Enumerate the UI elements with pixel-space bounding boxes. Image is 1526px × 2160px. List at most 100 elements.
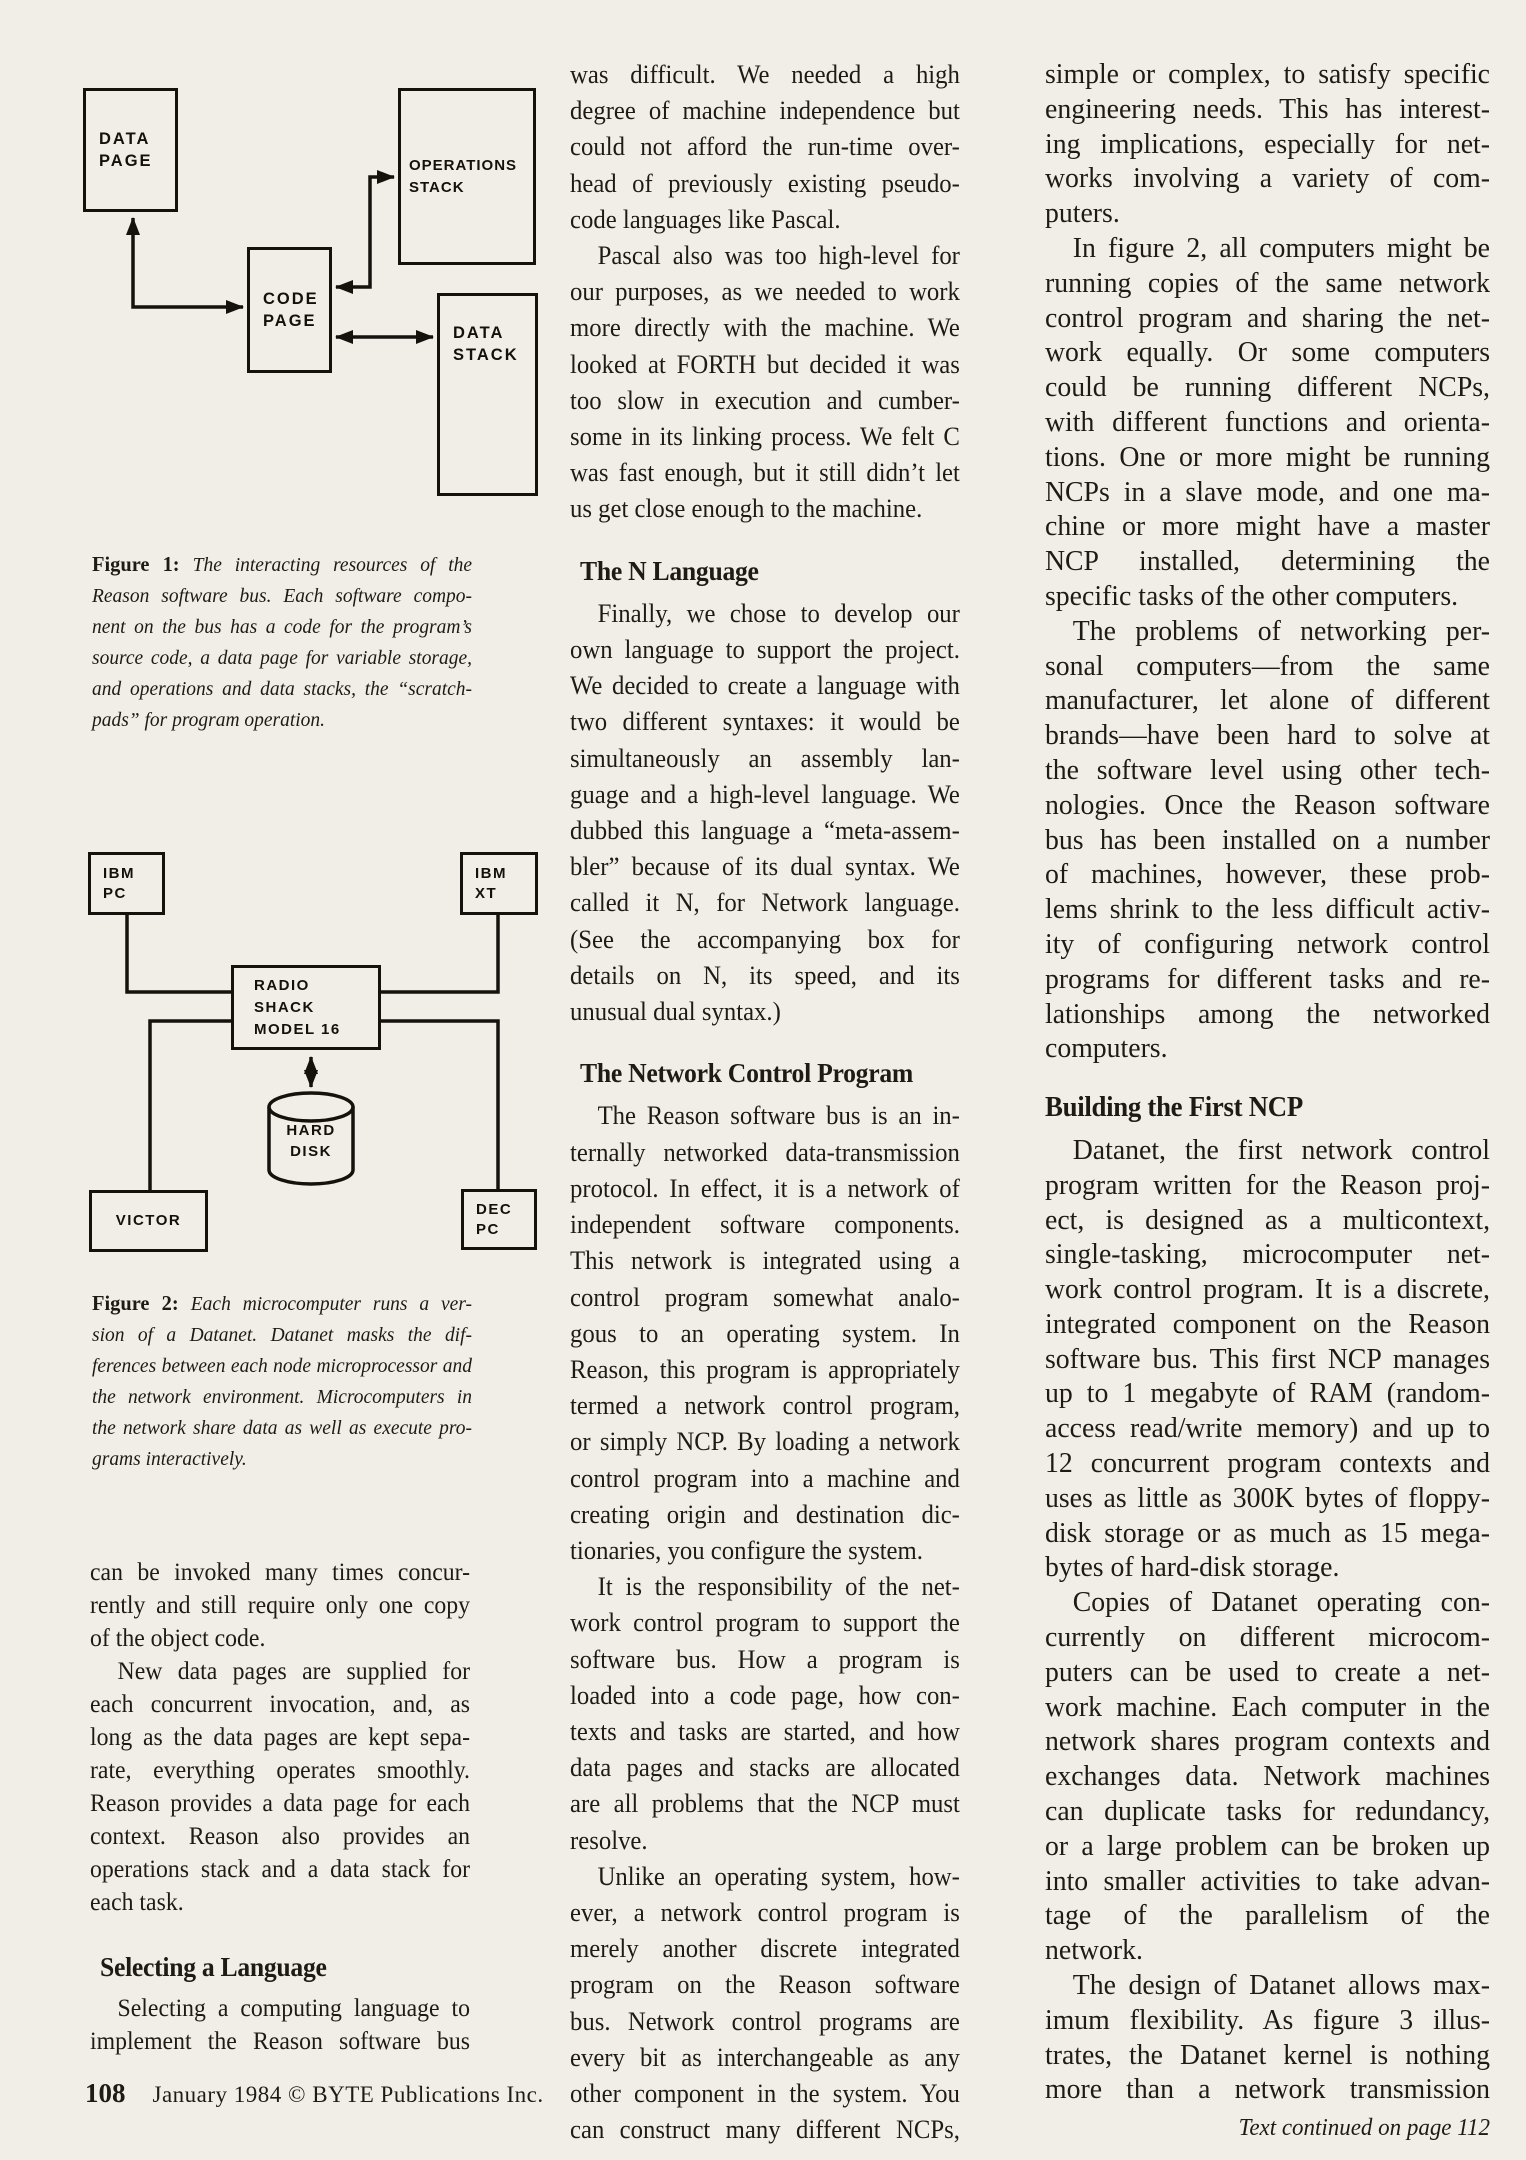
- paragraph-line: texts and tasks are started, and how: [570, 1716, 960, 1746]
- paragraph-line: us get close enough to the machine.: [570, 494, 923, 524]
- caption-label: Figure 2:: [92, 1291, 191, 1315]
- caption-line: ferences between each node microprocesso…: [92, 1355, 472, 1377]
- paragraph-line: Pascal also was too high-level for: [597, 241, 960, 271]
- paragraph-line: lationships among the networked: [1045, 997, 1491, 1030]
- paragraph-line: head of previously existing pseudo-: [570, 168, 960, 198]
- box-label-line: IBM: [103, 864, 135, 882]
- paragraph-line: works involving a variety of com-: [1045, 162, 1491, 195]
- caption-line: grams interactively.: [92, 1448, 247, 1470]
- paragraph-line: puters can be used to create a net-: [1045, 1655, 1491, 1688]
- paragraph-line: each concurrent invocation, and, as: [90, 1691, 470, 1718]
- box-label-line: PAGE: [263, 312, 317, 330]
- paragraph-line: the software level using other tech-: [1045, 753, 1491, 786]
- paragraph-line: imum flexibility. As figure 3 illus-: [1045, 2003, 1491, 2036]
- caption-line: nent on the bus has a code for the progr…: [92, 616, 472, 638]
- paragraph-line: resolve.: [570, 1825, 648, 1855]
- paragraph-line: work control program to support the: [570, 1608, 960, 1638]
- caption-label: Figure 1:: [92, 552, 193, 576]
- paragraph-line: program on the Reason software: [570, 1970, 960, 2000]
- paragraph-line: The design of Datanet allows max-: [1072, 1969, 1491, 2002]
- box-label-line: DEC: [476, 1200, 513, 1218]
- paragraph-line: program written for the Reason proj-: [1045, 1168, 1491, 1201]
- paragraph-line: bytes of hard-disk storage.: [1045, 1551, 1340, 1584]
- footer-credit: January 1984 © BYTE Publications Inc.: [152, 2082, 544, 2107]
- paragraph-line: disk storage or as much as 15 mega-: [1045, 1516, 1491, 1549]
- paragraph-line: could be running different NCPs,: [1045, 371, 1491, 404]
- paragraph-line: programs for different tasks and re-: [1045, 962, 1491, 995]
- box-label-line: SHACK: [254, 998, 315, 1016]
- caption-line: Figure 2: Each microcomputer runs a ver-: [92, 1291, 472, 1315]
- box-label-line: IBM: [475, 864, 507, 882]
- paragraph-line: gous to an operating system. In: [570, 1318, 960, 1348]
- paragraph-line: degree of machine independence but: [570, 96, 960, 126]
- paragraph-line: control program somewhat analo-: [570, 1282, 960, 1312]
- paragraph-line: or a large problem can be broken up: [1045, 1829, 1491, 1862]
- box-label-line: PC: [476, 1220, 500, 1238]
- paragraph-line: other component in the system. You: [570, 2078, 960, 2108]
- paragraph-line: guage and a high-level language. We: [570, 779, 960, 809]
- paragraph-line: each task.: [90, 1889, 184, 1916]
- paragraph-line: or simply NCP. By loading a network: [570, 1427, 960, 1457]
- paragraph-line: was difficult. We needed a high: [570, 60, 960, 89]
- fig2-victor-label: VICTOR: [116, 1211, 181, 1231]
- paragraph-line: Datanet, the first network control: [1072, 1133, 1491, 1166]
- paragraph-line: ever, a network control program is: [570, 1897, 960, 1927]
- caption-line: the network environment. Microcomputers …: [92, 1386, 472, 1408]
- paragraph-line: uses as little as 300K bytes of floppy-: [1045, 1481, 1491, 1514]
- paragraph-line: trates, the Datanet kernel is nothing: [1045, 2038, 1491, 2071]
- paragraph-line: more directly with the machine. We: [570, 313, 960, 343]
- paragraph-line: ing implications, especially for net-: [1045, 127, 1491, 160]
- paragraph-line: ternally networked data-transmission: [570, 1137, 960, 1167]
- paragraph-line: of the object code.: [90, 1625, 266, 1652]
- paragraph-line: chine or more might have a master: [1045, 510, 1491, 543]
- box-label-line: PC: [103, 884, 127, 902]
- paragraph-line: Unlike an operating system, how-: [597, 1861, 960, 1891]
- fig2-box-dec-pc: DEC PC: [461, 1189, 537, 1250]
- paragraph-line: Finally, we chose to develop our: [597, 598, 960, 628]
- paragraph-line: of machines, however, these prob-: [1045, 858, 1491, 891]
- caption-line: source code, a data page for variable st…: [92, 647, 472, 669]
- paragraph-line: running copies of the same network: [1045, 266, 1491, 299]
- section-heading: Selecting a Language: [100, 1952, 327, 1982]
- paragraph-line: looked at FORTH but decided it was: [570, 349, 960, 379]
- paragraph-line: tionaries, you configure the system.: [570, 1535, 923, 1565]
- paragraph-line: creating origin and destination dic-: [570, 1499, 960, 1529]
- paragraph-line: long as the data pages are kept sepa-: [90, 1724, 470, 1751]
- paragraph-line: unusual dual syntax.): [570, 997, 781, 1027]
- paragraph-line: Reason, this program is appropriately: [570, 1354, 960, 1384]
- paragraph-line: operations stack and a data stack for: [90, 1856, 470, 1883]
- fig2-dec-pc-label: DEC PC: [464, 1200, 534, 1240]
- paragraph-line: The problems of networking per-: [1072, 614, 1491, 647]
- paragraph-line: single-tasking, microcomputer net-: [1045, 1238, 1491, 1271]
- paragraph-line: The Reason software bus is an in-: [597, 1101, 960, 1131]
- paragraph-line: Reason provides a data page for each: [90, 1790, 470, 1817]
- caption-line: the network share data as well as execut…: [92, 1417, 472, 1439]
- paragraph-line: was fast enough, but it still didn’t let: [570, 458, 960, 488]
- paragraph-line: could not afford the run-time over-: [570, 132, 960, 162]
- paragraph-line: termed a network control program,: [570, 1391, 960, 1421]
- paragraph-line: called it N, for Network language.: [570, 888, 960, 918]
- paragraph-line: merely another discrete integrated: [570, 1934, 960, 1964]
- paragraph-line: nologies. Once the Reason software: [1045, 788, 1491, 821]
- paragraph-line: details on N, its speed, and its: [570, 960, 960, 990]
- paragraph-line: with different functions and orienta-: [1045, 405, 1491, 438]
- box-label-line: VICTOR: [115, 1212, 182, 1229]
- box-label-line: STACK: [409, 178, 465, 196]
- paragraph-line: It is the responsibility of the net-: [597, 1572, 960, 1602]
- column-middle: was difficult. We needed a high degree of…: [570, 57, 960, 2148]
- paragraph-line: control program and sharing the net-: [1045, 301, 1491, 334]
- paragraph-line: access read/write memory) and up to: [1045, 1412, 1491, 1445]
- column-left: can be invoked many times concur-rently …: [90, 1556, 470, 2058]
- page-number: 108: [85, 2078, 126, 2108]
- figure2-caption: Figure 2: Each microcomputer runs a ver-…: [92, 1288, 472, 1475]
- box-label-line: DATA: [453, 324, 505, 342]
